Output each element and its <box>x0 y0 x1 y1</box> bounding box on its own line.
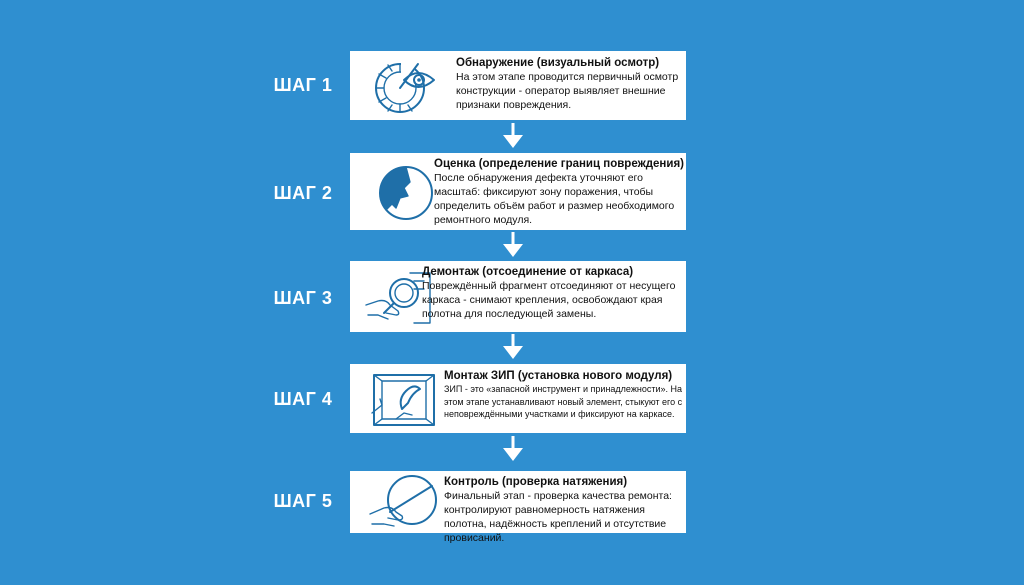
frame-install-icon <box>368 369 440 429</box>
step-4-title: Монтаж ЗИП (установка нового модуля) <box>444 370 673 382</box>
step-3-label: ШАГ 3 <box>273 288 333 308</box>
step-4-label: ШАГ 4 <box>273 389 333 409</box>
step-5-card: Контроль (проверка натяжения) Финальный … <box>350 471 686 544</box>
step-3-description: Повреждённый фрагмент отсоединяют от нес… <box>422 280 676 320</box>
tension-check-icon <box>368 472 440 532</box>
step-5-title: Контроль (проверка натяжения) <box>444 476 628 488</box>
step-4-card: Монтаж ЗИП (установка нового модуля) ЗИП… <box>350 364 686 433</box>
arrow-down-icon <box>503 436 523 461</box>
step-3-card: Демонтаж (отсоединение от каркаса) Повре… <box>350 261 686 332</box>
step-2-label: ШАГ 2 <box>273 183 333 203</box>
step-3-title: Демонтаж (отсоединение от каркаса) <box>422 266 634 278</box>
eye-scan-icon <box>370 56 442 116</box>
step-1-card: Обнаружение (визуальный осмотр) На этом … <box>350 51 686 120</box>
step-1-label: ШАГ 1 <box>273 75 333 95</box>
step-1-title: Обнаружение (визуальный осмотр) <box>456 57 660 69</box>
damage-zone-icon <box>370 162 442 222</box>
arrow-down-icon <box>503 232 523 257</box>
step-2-description: После обнаружения дефекта уточняют его м… <box>434 172 675 226</box>
step-2-card: Оценка (определение границ повреждения) … <box>350 153 686 230</box>
step-1-description: На этом этапе проводится первичный осмот… <box>456 71 679 111</box>
step-2-title: Оценка (определение границ повреждения) <box>434 158 684 170</box>
step-4-description: ЗИП - это «запасной инструмент и принадл… <box>444 384 683 419</box>
arrow-down-icon <box>503 334 523 359</box>
step-5-description: Финальный этап - проверка качества ремон… <box>444 490 672 544</box>
magnifier-hand-icon <box>364 267 436 327</box>
arrow-down-icon <box>503 123 523 148</box>
step-5-label: ШАГ 5 <box>273 491 333 511</box>
